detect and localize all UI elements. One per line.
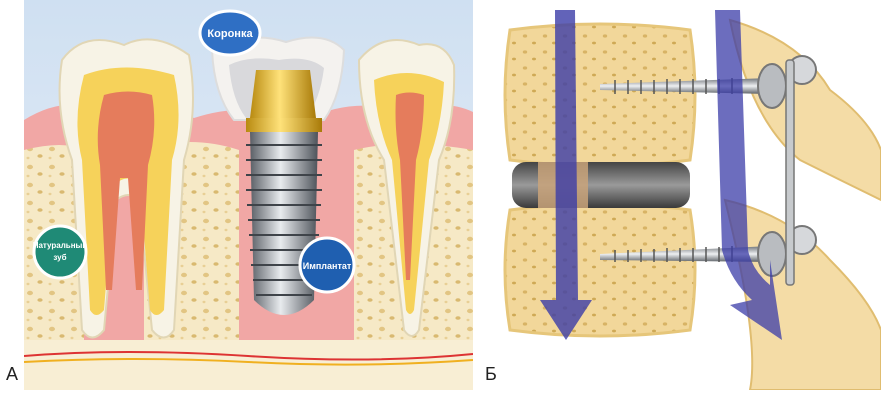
panel-label-a: А [6, 364, 18, 385]
connecting-rod [786, 60, 794, 285]
natural-tooth-label-bubble: Натуральный зуб [33, 226, 88, 278]
implant-label: Имплантат [303, 261, 352, 271]
spine-illustration [500, 0, 881, 390]
abutment [250, 70, 316, 118]
dental-illustration: Коронка Натуральный зуб Имплантат [24, 0, 473, 390]
crown-label-bubble: Коронка [200, 11, 260, 55]
panel-label-b: Б [485, 364, 497, 385]
crown-label: Коронка [207, 28, 253, 40]
panel-b-spinal-fixation [500, 0, 881, 390]
natural-tooth-label-line1: Натуральный [33, 241, 88, 250]
lower-vertebra [505, 204, 695, 336]
upper-vertebra [505, 24, 695, 166]
panel-a-dental-implant: Коронка Натуральный зуб Имплантат [24, 0, 473, 390]
implant-label-bubble: Имплантат [300, 238, 354, 292]
abutment-collar [246, 118, 322, 132]
bone-base [24, 340, 473, 390]
natural-tooth-label-line2: зуб [53, 253, 66, 262]
